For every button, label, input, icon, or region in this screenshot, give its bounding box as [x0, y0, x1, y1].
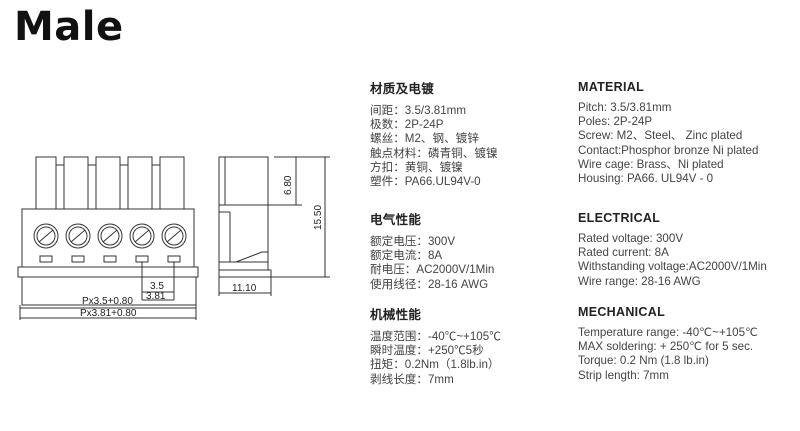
cn-material-line: 螺丝：M2、钢、镀锌 — [370, 132, 479, 146]
en-mechanical-section: MECHANICAL Temperature range: -40℃~+105℃… — [578, 305, 758, 383]
cn-electrical-heading: 电气性能 — [370, 213, 422, 227]
cn-mechanical-line: 瞬时温度：+250℃5秒 — [370, 344, 484, 358]
dim-side-width: 11.10 — [232, 283, 257, 294]
cn-mechanical-line: 扭矩：0.2Nm（1.8lb.in） — [370, 358, 500, 372]
cn-electrical-section: 电气性能 额定电压：300V 额定电流：8A 耐电压：AC2000V/1Min … — [370, 209, 494, 292]
dim-side-height-inner: 6.80 — [283, 175, 294, 195]
cn-material-line: 触点材料：磷青铜、镀镍 — [370, 146, 498, 160]
en-mechanical-line: Temperature range: -40℃~+105℃ — [578, 326, 759, 339]
cn-electrical-line: 耐电压：AC2000V/1Min — [370, 263, 495, 277]
screw-row — [33, 223, 187, 249]
cn-material-line: 间距：3.5/3.81mm — [370, 104, 466, 117]
en-material-heading: MATERIAL — [578, 80, 645, 94]
front-view — [17, 156, 199, 320]
en-electrical-line: Rated current: 8A — [578, 246, 669, 260]
en-mechanical-line: Torque: 0.2 Nm (1.8 lb.in) — [578, 354, 709, 368]
cn-mechanical-line: 温度范围：-40℃~+105℃ — [370, 330, 501, 343]
en-material-section: MATERIAL Pitch: 3.5/3.81mm Poles: 2P-24P… — [578, 80, 758, 186]
cn-mechanical-section: 机械性能 温度范围：-40℃~+105℃ 瞬时温度：+250℃5秒 扭矩：0.2… — [370, 304, 501, 387]
en-material-line: Screw: M2、Steel、 Zinc plated — [578, 129, 743, 143]
en-electrical-line: Rated voltage: 300V — [578, 232, 684, 245]
en-material-line: Wire cage: Brass、Ni plated — [578, 157, 724, 171]
en-mechanical-line: Strip length: 7mm — [578, 368, 669, 382]
en-electrical-heading: ELECTRICAL — [578, 211, 661, 225]
dim-pitch-3-81: 3.81 — [146, 291, 166, 302]
cn-material-line: 极数：2P-24P — [370, 118, 444, 132]
cn-material-line: 塑件：PA66.UL94V-0 — [370, 175, 481, 189]
side-view — [218, 156, 330, 296]
en-material-line: Contact:Phosphor bronze Ni plated — [578, 143, 759, 157]
dim-front-width-2: Px3.81+0.80 — [80, 308, 137, 319]
page-title: Male — [14, 4, 124, 50]
cn-material-heading: 材质及电镀 — [370, 82, 435, 96]
en-material-line: Poles: 2P-24P — [578, 115, 653, 129]
en-electrical-section: ELECTRICAL Rated voltage: 300V Rated cur… — [578, 211, 767, 289]
cn-electrical-line: 使用线径：28-16 AWG — [370, 277, 489, 291]
cn-mechanical-heading: 机械性能 — [370, 308, 422, 322]
en-mechanical-heading: MECHANICAL — [578, 305, 666, 319]
en-mechanical-line: MAX soldering: + 250℃ for 5 sec. — [578, 340, 754, 354]
dim-side-height-total: 15.50 — [313, 205, 324, 230]
dim-front-width-1: Px3.5+0.80 — [82, 296, 133, 307]
en-electrical-line: Wire range: 28-16 AWG — [578, 274, 701, 288]
dim-pitch-3-5: 3.5 — [150, 281, 164, 292]
cn-material-section: 材质及电镀 间距：3.5/3.81mm 极数：2P-24P 螺丝：M2、钢、镀锌… — [370, 78, 498, 189]
en-material-line: Housing: PA66. UL94V - 0 — [578, 172, 714, 186]
cn-electrical-line: 额定电压：300V — [370, 235, 456, 248]
cn-material-line: 方扣：黄铜、镀镍 — [370, 160, 463, 174]
en-material-line: Pitch: 3.5/3.81mm — [578, 101, 672, 114]
cn-mechanical-line: 剥线长度：7mm — [370, 372, 454, 386]
en-electrical-line: Withstanding voltage:AC2000V/1Min — [578, 260, 767, 274]
cn-electrical-line: 额定电流：8A — [370, 249, 443, 263]
technical-drawing: 3.5 3.81 Px3.5+0.80 Px3.81+0.80 6.80 15.… — [17, 156, 330, 320]
